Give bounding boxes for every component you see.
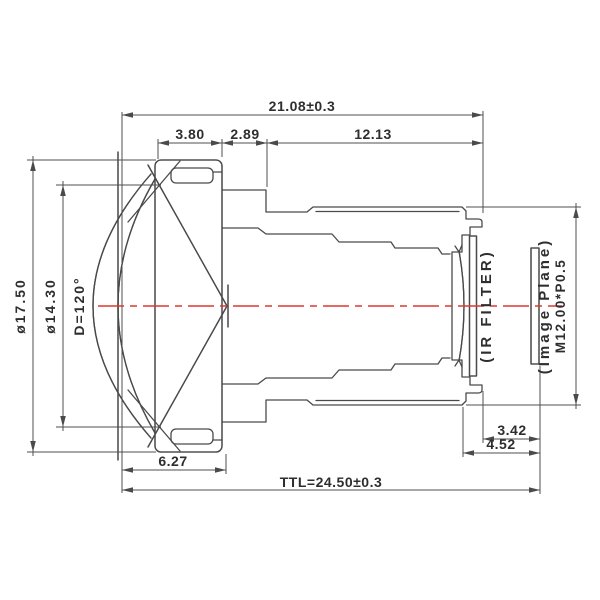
dimension-labels: 21.08±0.3 3.80 2.89 12.13 ø17.50 ø14.30 … (12, 98, 568, 490)
dim-label-outer-diameter: ø17.50 (12, 278, 28, 334)
dim-label-aperture-diameter: ø14.30 (42, 278, 58, 334)
label-ir-filter: (IR FILTER) (478, 249, 495, 363)
dim-label-back-1: 3.42 (497, 422, 526, 438)
dim-label-back-2: 4.52 (486, 436, 515, 452)
dim-label-segment-1: 3.80 (175, 126, 204, 142)
dim-label-total-length: 21.08±0.3 (269, 98, 336, 114)
dim-label-front-length: 6.27 (158, 453, 187, 469)
dim-label-segment-3: 12.13 (354, 126, 392, 142)
dim-label-total-track: TTL=24.50±0.3 (280, 474, 383, 490)
dimension-lines (27, 111, 581, 494)
label-image-plane: (Image Plane) (536, 238, 553, 375)
dim-label-field-angle: D=120° (71, 276, 87, 335)
dim-label-segment-2: 2.89 (230, 126, 259, 142)
label-thread-spec: M12.00*P0.5 (553, 259, 568, 354)
